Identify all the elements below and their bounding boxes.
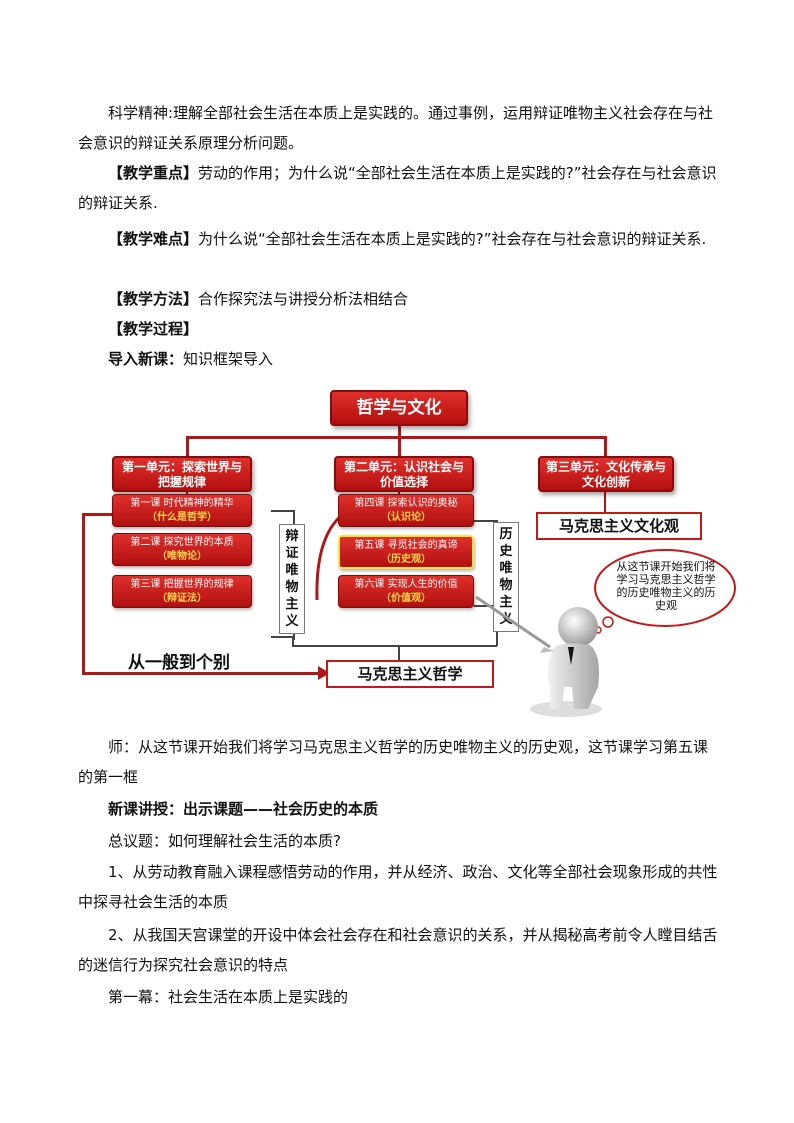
presenter-figure <box>475 595 602 717</box>
paragraph-intro: 导入新课：知识框架导入 <box>108 350 274 368</box>
dialectical-materialism-label: 辩证唯物主义 <box>279 524 305 634</box>
lesson-two-box: 第二课 探究世界的本质（唯物论） <box>112 533 252 566</box>
paragraph-new-lesson: 新课讲授：出示课题——社会历史的本质 <box>108 800 379 818</box>
curved-arrow <box>315 508 350 601</box>
unit-three-box: 第三单元：文化传承与文化创新 <box>538 456 674 492</box>
general-to-particular-label: 从一般到个别 <box>128 653 230 673</box>
lesson-three-box: 第三课 把握世界的规律（辩证法） <box>112 575 252 608</box>
historical-materialism-label: 历史唯物主义 <box>493 522 519 632</box>
marxist-culture-box: 马克思主义文化观 <box>536 512 702 540</box>
lesson-six-box: 第六课 实现人生的价值（价值观） <box>338 575 474 608</box>
paragraph-process: 【教学过程】 <box>108 320 199 338</box>
paragraph-key-points: 【教学重点】劳动的作用；为什么说“全部社会生活在本质上是实践的?”社会存在与社会… <box>78 164 717 212</box>
bubble-text: 从这节课开始我们将学习马克思主义哲学的历史唯物主义的历史观 <box>616 560 716 612</box>
paragraph-act-one: 第一幕：社会生活在本质上是实践的 <box>108 988 349 1006</box>
paragraph-science-spirit: 科学精神:理解全部社会生活在本质上是实践的。通过事例，运用辩证唯物主义社会存在与… <box>78 104 714 152</box>
lesson-four-box: 第四课 探索认识的奥秘（认识论） <box>338 494 474 527</box>
paragraph-methods: 【教学方法】合作探究法与讲授分析法相结合 <box>108 290 409 308</box>
lesson-one-box: 第一课 时代精神的精华（什么是哲学） <box>112 494 252 527</box>
thought-bubble <box>594 549 736 634</box>
paragraph-item-two: 2、从我国天宫课堂的开设中体会社会存在和社会意识的关系，并从揭秘高考前令人瞠目结… <box>78 926 718 974</box>
marxist-philosophy-box: 马克思主义哲学 <box>326 660 494 688</box>
unit-two-box: 第二单元：认识社会与价值选择 <box>334 456 474 492</box>
paragraph-item-one: 1、从劳动教育融入课程感悟劳动的作用，并从经济、政治、文化等全部社会现象形成的共… <box>78 863 718 911</box>
paragraph-teacher: 师：从这节课开始我们将学习马克思主义哲学的历史唯物主义的历史观，这节课学习第五课… <box>78 738 709 786</box>
lesson-five-box: 第五课 寻觅社会的真谛（历史观） <box>338 535 474 569</box>
paragraph-main-topic: 总议题：如何理解社会生活的本质? <box>108 832 341 850</box>
top-box-philosophy-culture: 哲学与文化 <box>330 390 468 426</box>
paragraph-difficulties: 【教学难点】为什么说“全部社会生活在本质上是实践的?”社会存在与社会意识的辩证关… <box>108 230 707 248</box>
unit-one-box: 第一单元：探索世界与把握规律 <box>112 456 252 492</box>
